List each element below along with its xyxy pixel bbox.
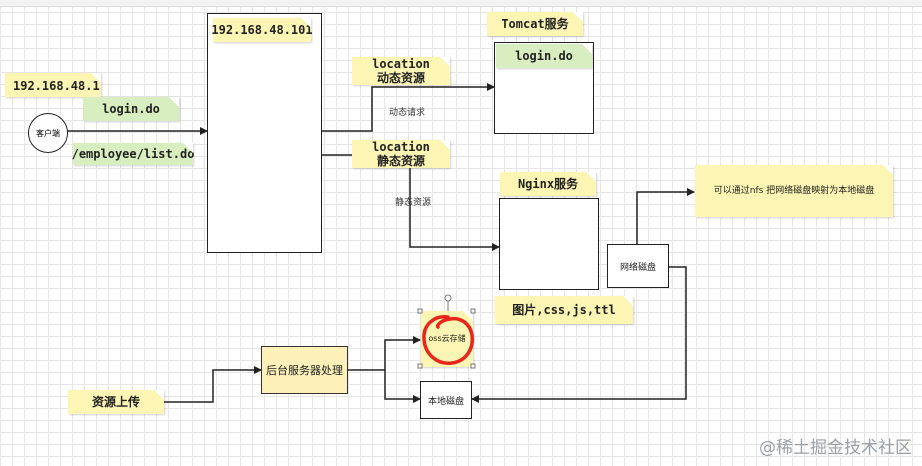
login-request-note: login.do bbox=[83, 97, 179, 121]
location-dynamic-note: location 动态资源 bbox=[352, 57, 450, 85]
edge-dynamic-label: 动态请求 bbox=[389, 108, 426, 118]
edge-backend-localdisk bbox=[384, 370, 421, 403]
backend-process-box: 后台服务器处理 bbox=[261, 346, 348, 394]
edge-backend-oss bbox=[384, 336, 421, 370]
edge-netdisk-localdisk bbox=[471, 266, 687, 403]
selection-handles bbox=[417, 294, 476, 369]
edge-static-label: 静态资源 bbox=[395, 198, 432, 208]
nginx-title-note: Nginx服务 bbox=[500, 172, 596, 196]
nfs-note: 可以通过nfs 把网络磁盘映射为本地磁盘 bbox=[695, 165, 893, 217]
employee-request-note: /employee/list.do bbox=[72, 143, 194, 165]
location-dynamic-line1: location bbox=[372, 57, 430, 71]
watermark-text: @稀土掘金技术社区 bbox=[759, 438, 912, 458]
location-static-note: location 静态资源 bbox=[352, 140, 450, 168]
network-disk-box: 网络磁盘 bbox=[607, 244, 669, 288]
local-disk-box: 本地磁盘 bbox=[420, 381, 472, 419]
red-annotation-circle bbox=[422, 315, 475, 365]
tomcat-title-note: Tomcat服务 bbox=[487, 12, 583, 36]
ip-server-note: 192.168.48.101 bbox=[211, 18, 313, 42]
edge-dynamic bbox=[322, 83, 495, 132]
tomcat-login-note: login.do bbox=[496, 44, 592, 68]
static-nginx-box bbox=[499, 198, 599, 290]
location-dynamic-line2: 动态资源 bbox=[376, 71, 425, 85]
toolbar-strip bbox=[0, 0, 922, 7]
ip-client-note: 192.168.48.1 bbox=[5, 73, 101, 97]
edge-netdisk-note bbox=[636, 188, 695, 244]
nginx-server-box bbox=[207, 13, 322, 253]
static-types-note: 图片,css,js,ttl bbox=[495, 296, 633, 324]
upload-note: 资源上传 bbox=[68, 390, 164, 414]
client-node: 客户端 bbox=[28, 113, 68, 153]
location-static-line2: 静态资源 bbox=[376, 154, 425, 168]
edge-upload-backend bbox=[164, 366, 262, 403]
location-static-line1: location bbox=[372, 140, 430, 154]
